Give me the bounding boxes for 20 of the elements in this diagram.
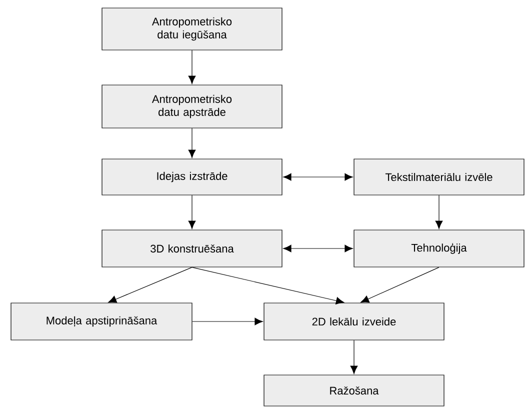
arrow [108,267,192,303]
process-box: Modeļa apstiprināšana [10,302,192,340]
arrow [188,195,196,229]
arrow [360,267,440,303]
process-box: Ražošana [264,374,444,406]
arrow [435,195,443,229]
arrow [192,318,263,326]
arrow [350,340,358,374]
arrow [283,173,353,181]
arrow [283,244,353,252]
process-box: Antropometrisko datu apstrāde [102,84,282,128]
process-box: 3D konstruēšana [102,230,282,268]
arrow [188,50,196,84]
process-box: Tehnoloģija [354,230,524,268]
arrow [192,267,344,304]
process-box: Idejas izstrāde [102,158,282,196]
process-box: Tekstilmateriālu izvēle [354,158,524,196]
process-box: 2D lekālu izveide [264,302,444,340]
process-box: Antropometrisko datu iegūšana [102,8,282,50]
arrow [188,128,196,158]
